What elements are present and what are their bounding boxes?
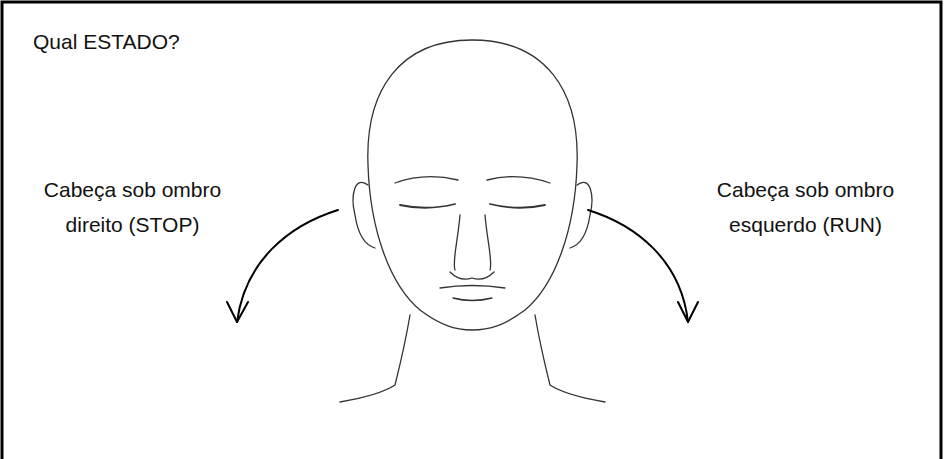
head-outline: [368, 40, 577, 330]
curved-arrow: [588, 210, 688, 322]
title-text: Qual ESTADO?: [33, 24, 180, 59]
arrow-head: [227, 302, 248, 322]
face-illustration: [340, 40, 605, 402]
lower-lip: [453, 298, 492, 301]
closed-eye: [400, 204, 455, 208]
curved-arrow: [237, 210, 338, 322]
ear: [353, 182, 375, 248]
arrow-label: Cabeça sob ombro esquerdo (RUN): [693, 172, 918, 242]
neck-line: [535, 315, 605, 402]
neck-line: [340, 315, 410, 402]
eyebrow: [487, 177, 550, 183]
closed-eye: [490, 204, 545, 208]
ear: [570, 182, 592, 248]
arrow-head: [678, 302, 698, 322]
mouth: [440, 286, 505, 289]
nose-line: [485, 215, 491, 270]
nostrils: [450, 272, 494, 279]
nose-line: [454, 215, 460, 270]
eyebrow: [395, 177, 458, 183]
arrow-label: Cabeça sob ombro direito (STOP): [20, 172, 245, 242]
